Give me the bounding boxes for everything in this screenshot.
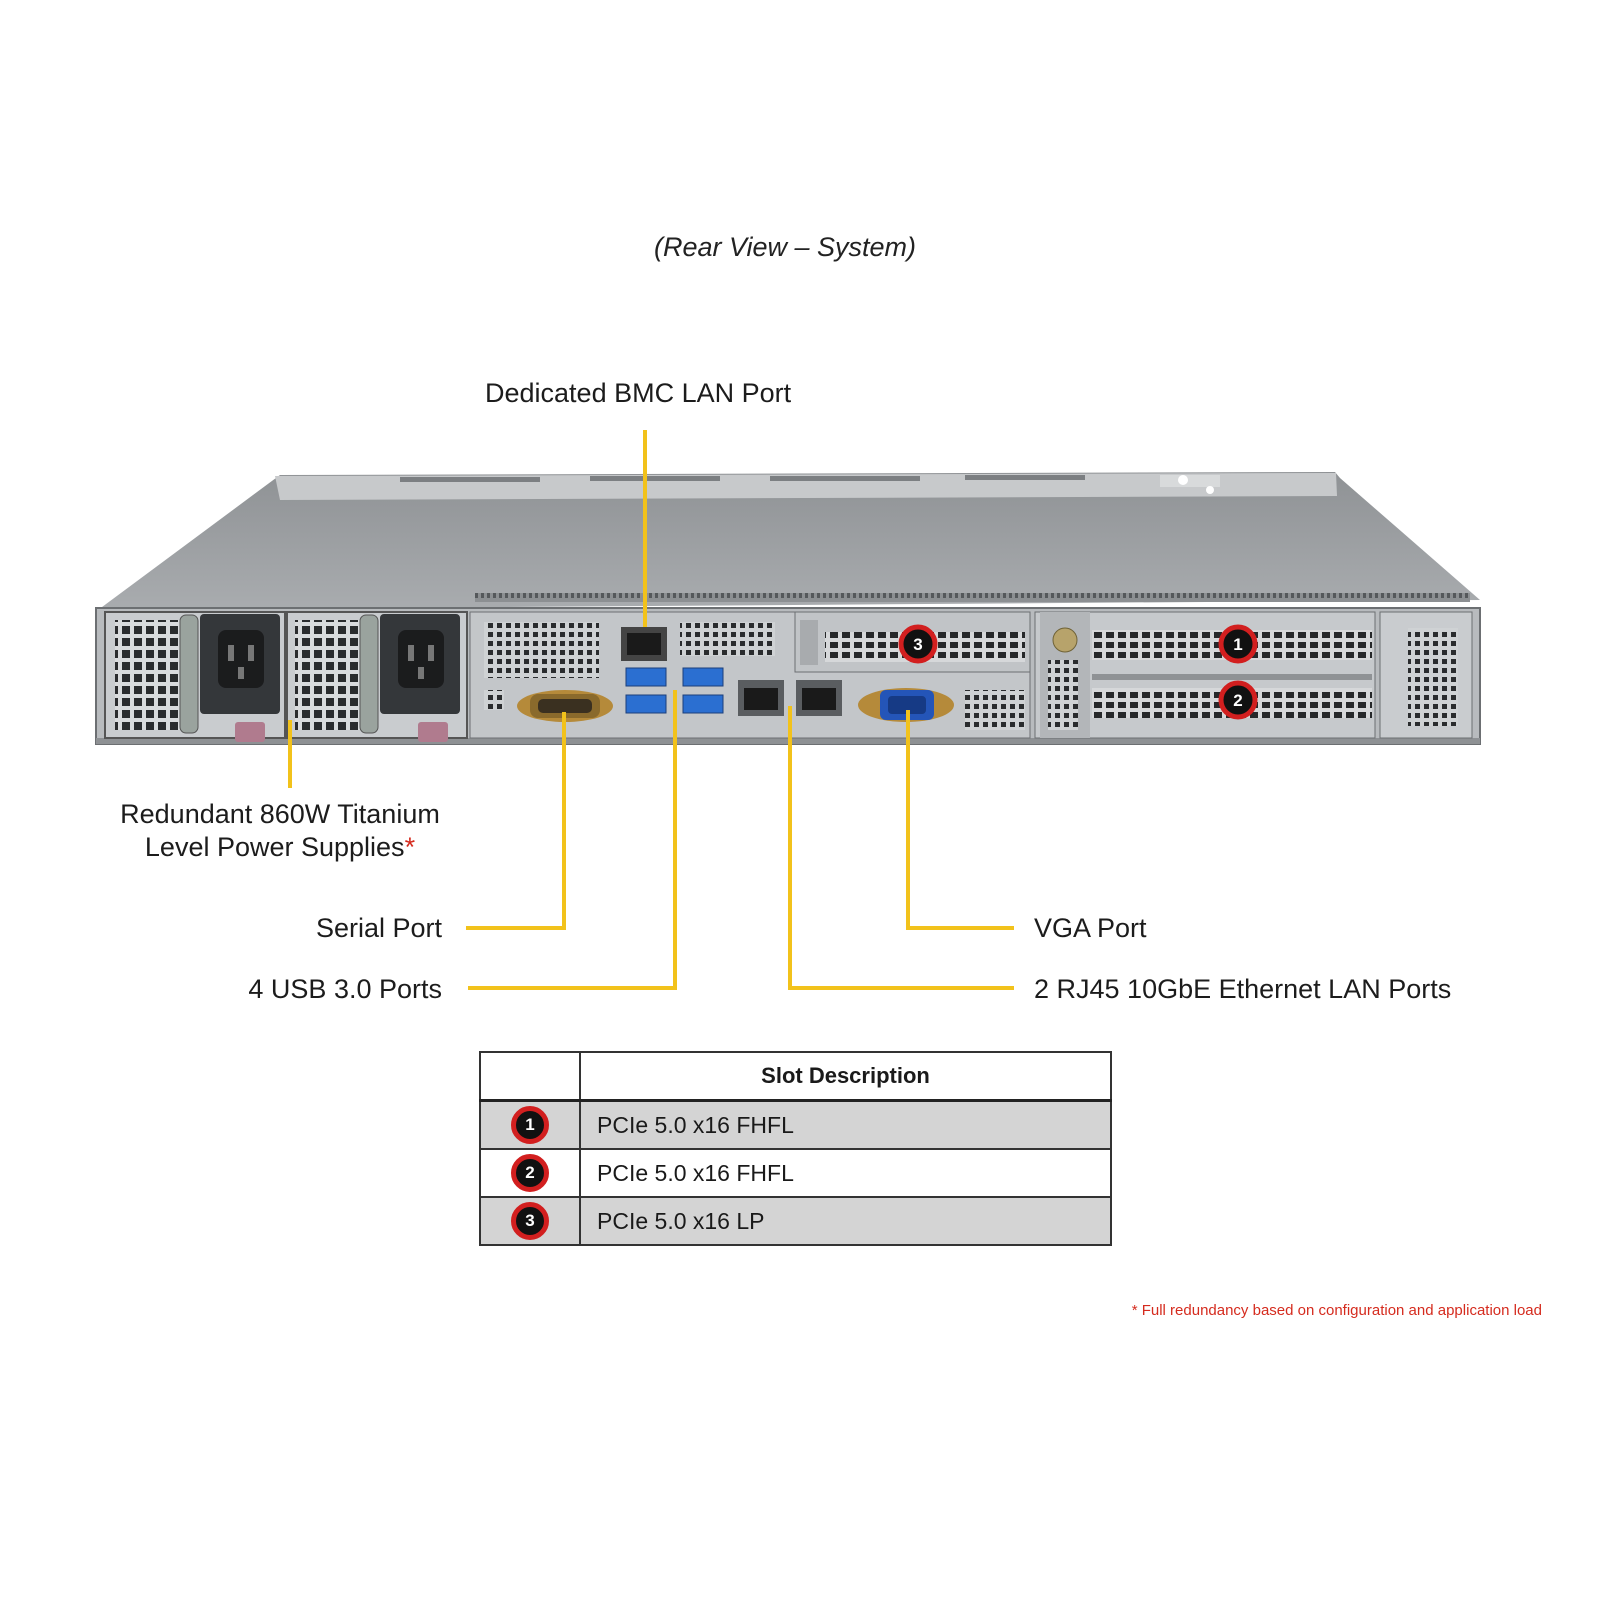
callout-usb-ports: 4 USB 3.0 Ports (248, 974, 442, 1004)
fhfl-area (1034, 611, 1473, 739)
slot-number-badge: 2 (511, 1154, 549, 1192)
callout-bmc-lan: Dedicated BMC LAN Port (485, 378, 792, 408)
table-header-row: Slot Description (480, 1051, 1111, 1102)
callout-psu-line2-text: Level Power Supplies (144, 832, 405, 862)
callout-line-serial (466, 712, 566, 930)
table-row-badge-cell: 1 (480, 1100, 581, 1150)
footnote: * Full redundancy based on configuration… (1131, 1302, 1542, 1319)
callout-line-usb (468, 690, 677, 990)
chassis-top-cover (98, 472, 1480, 610)
usb-port-1 (625, 667, 667, 687)
callout-line-vga (906, 710, 1014, 930)
table-row-description: PCIe 5.0 x16 FHFL (580, 1100, 1111, 1150)
table-header-label: Slot Description (580, 1051, 1111, 1102)
psu-release-tab-2 (418, 722, 448, 742)
slot-badge-1-label: 1 (1233, 635, 1242, 654)
io-panel (469, 611, 1031, 739)
slot-badge-2: 2 (1218, 680, 1258, 720)
slot-number-badge: 1 (511, 1106, 549, 1144)
slot-badge-1: 1 (1218, 624, 1258, 664)
usb-port-4 (682, 694, 724, 714)
psu-1 (104, 611, 286, 742)
callout-vga-port: VGA Port (1034, 913, 1147, 943)
table-row: 3 PCIe 5.0 x16 LP (480, 1197, 1111, 1246)
serial-port (517, 690, 613, 722)
table-row-description: PCIe 5.0 x16 LP (580, 1197, 1111, 1246)
callout-psu-line1: Redundant 860W Titanium (120, 799, 440, 829)
usb-port-2 (682, 667, 724, 687)
callout-serial-port: Serial Port (315, 913, 442, 943)
table-header-num (480, 1051, 581, 1102)
table-row-badge-cell: 2 (480, 1149, 581, 1198)
table-row: 2 PCIe 5.0 x16 FHFL (480, 1149, 1111, 1198)
psu-2 (286, 611, 468, 742)
vga-port (858, 688, 954, 722)
slot-badge-2-label: 2 (1233, 691, 1242, 710)
callout-power-supplies: Redundant 860W Titanium Level Power Supp… (110, 798, 450, 864)
footnote-marker: * (404, 832, 416, 862)
table-row: 1 PCIe 5.0 x16 FHFL (480, 1100, 1111, 1150)
callout-psu-line2: Level Power Supplies* (110, 831, 450, 864)
slot-badge-3: 3 (898, 624, 938, 664)
diagram-title: (Rear View – System) (653, 232, 917, 262)
callout-lan-ports: 2 RJ45 10GbE Ethernet LAN Ports (1034, 974, 1452, 1004)
table-row-badge-cell: 3 (480, 1197, 581, 1246)
slot-description-table: Slot Description 1 PCIe 5.0 x16 FHFL 2 P… (479, 1051, 1112, 1246)
table-row-description: PCIe 5.0 x16 FHFL (580, 1149, 1111, 1198)
slot-number-badge: 3 (511, 1202, 549, 1240)
psu-release-tab-1 (235, 722, 265, 742)
slot-badge-3-label: 3 (913, 635, 922, 654)
usb-port-3 (625, 694, 667, 714)
callout-line-lan (788, 706, 1014, 990)
